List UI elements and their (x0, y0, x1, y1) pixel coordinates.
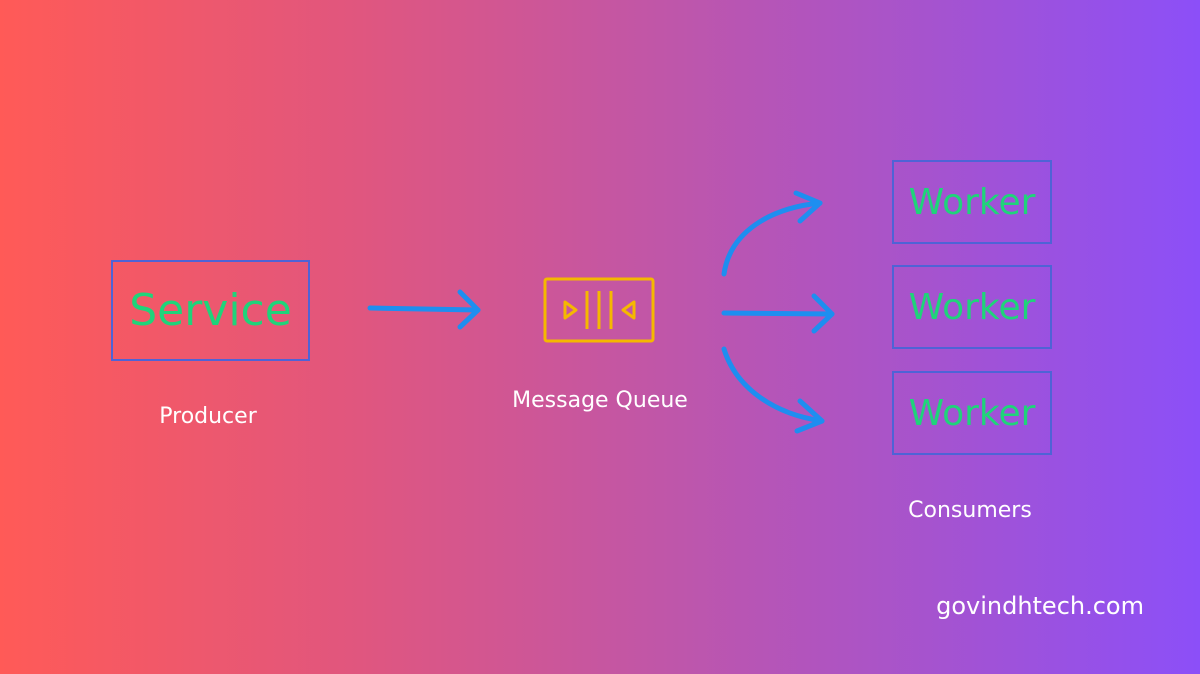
arrow-queue-to-worker-3 (721, 346, 825, 434)
message-queue-caption: Message Queue (512, 388, 688, 413)
arrow-queue-to-worker-1 (721, 190, 823, 277)
service-box: Service (111, 260, 310, 361)
arrow-queue-to-worker-2 (721, 293, 835, 334)
worker-label: Worker (908, 392, 1036, 434)
message-queue-icon (543, 277, 655, 343)
worker-box-3: Worker (892, 371, 1052, 455)
worker-label: Worker (908, 181, 1036, 223)
watermark: govindhtech.com (936, 592, 1144, 620)
worker-box-1: Worker (892, 160, 1052, 244)
arrow-producer-to-queue (367, 289, 481, 330)
producer-caption: Producer (159, 404, 257, 429)
worker-box-2: Worker (892, 265, 1052, 349)
worker-label: Worker (908, 286, 1036, 328)
service-label: Service (129, 285, 292, 336)
consumers-caption: Consumers (908, 498, 1032, 523)
